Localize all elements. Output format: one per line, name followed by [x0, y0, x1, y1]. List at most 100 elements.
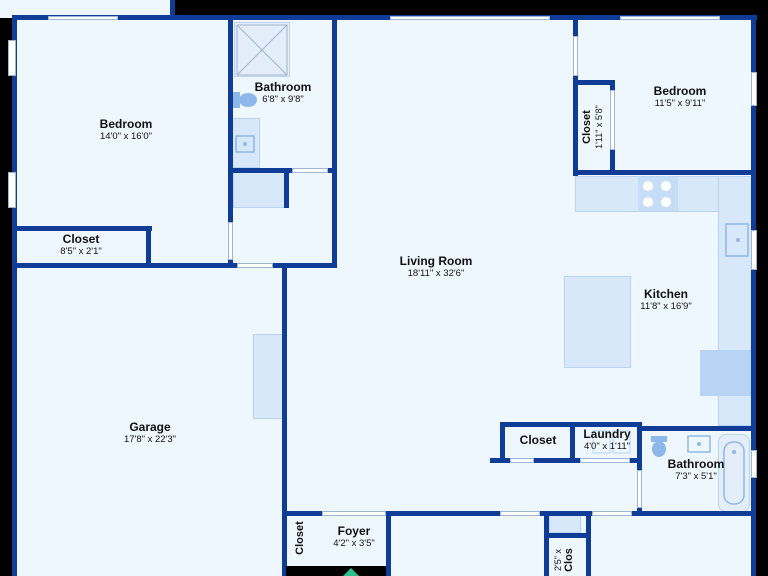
room-label-closet-foyer: Closet: [294, 516, 307, 560]
door-opening: [228, 222, 233, 260]
room-dimensions: 1'11" x 5'8": [593, 105, 604, 149]
room-label-closet-bottom: 2'5" x Clos: [553, 540, 576, 576]
room-dimensions: 8'5" x 2'1": [60, 245, 102, 257]
sink-icon: [687, 435, 711, 453]
room-name: Bathroom: [254, 80, 312, 94]
room-label-bedroom-left: Bedroom 14'0" x 16'0": [99, 117, 153, 143]
room-label-garage: Garage 17'8" x 22'3": [124, 420, 176, 446]
wall: [282, 266, 287, 576]
window: [751, 230, 757, 270]
door-opening: [610, 90, 615, 150]
window: [390, 16, 550, 20]
room-name: Bedroom: [653, 84, 707, 98]
room-name: Closet: [294, 521, 306, 555]
wall: [637, 426, 754, 431]
room-dimensions: 18'11" x 32'6": [407, 267, 465, 279]
entry-arrow-icon: [343, 568, 359, 576]
floor-bedroom-left: [14, 20, 229, 267]
wall: [332, 20, 337, 268]
room-label-closet-mid: Closet: [520, 433, 557, 448]
fridge: [700, 350, 753, 396]
room-dimensions: 4'0" x 1'11": [583, 440, 631, 452]
room-label-laundry: Laundry 4'0" x 1'11": [583, 427, 631, 453]
room-dimensions: 11'5" x 9'11": [654, 97, 706, 109]
room-name: Garage: [129, 420, 171, 434]
window: [48, 16, 118, 20]
wall: [284, 168, 289, 208]
washer-icon: [592, 430, 631, 454]
door-opening: [322, 511, 386, 516]
room-name: Closet: [581, 110, 593, 144]
room-dimensions: 7'3" x 5'1": [675, 470, 717, 482]
window: [8, 172, 16, 208]
door-opening: [500, 511, 540, 516]
room-label-closet-left: Closet 8'5" x 2'1": [60, 232, 102, 258]
wall: [570, 422, 575, 462]
floor-garage: [14, 266, 286, 576]
wall: [573, 20, 578, 176]
floor-top-left: [0, 0, 175, 18]
wall: [544, 533, 591, 538]
wall: [286, 511, 322, 516]
room-dimensions: 14'0" x 16'0": [99, 130, 153, 142]
door-opening: [573, 36, 578, 76]
room-name: Living Room: [399, 254, 473, 268]
room-dimensions: 6'8" x 9'8": [262, 93, 304, 105]
wall: [490, 458, 642, 463]
room-dimensions: 4'2" x 3'5": [333, 537, 375, 549]
window: [620, 16, 720, 20]
wall: [751, 15, 756, 576]
wall: [576, 80, 614, 85]
room-dimensions: 11'8" x 16'9": [640, 300, 692, 312]
wall: [500, 422, 505, 462]
door-opening: [592, 511, 632, 516]
room-name: Clos: [563, 548, 576, 572]
wall: [586, 511, 591, 576]
wall: [12, 226, 152, 231]
room-label-living-room: Living Room 18'11" x 32'6": [399, 254, 473, 280]
room-label-foyer: Foyer 4'2" x 3'5": [333, 524, 375, 550]
wall: [170, 0, 175, 20]
room-dimensions: 2'5" x: [553, 549, 563, 571]
bathtub-icon: [723, 441, 745, 505]
sink-icon: [235, 135, 255, 153]
room-name: Laundry: [583, 427, 631, 441]
closet-storage: [233, 172, 285, 208]
window: [751, 72, 757, 106]
floor-living-kitchen: [233, 20, 754, 520]
sink-icon: [725, 223, 749, 257]
window: [8, 40, 16, 76]
room-name: Closet: [62, 232, 100, 246]
door-opening: [510, 458, 534, 463]
room-name: Bedroom: [99, 117, 153, 131]
room-label-bathroom-bottom: Bathroom 7'3" x 5'1": [667, 457, 725, 483]
toilet-icon: [651, 436, 667, 457]
wall: [12, 15, 757, 20]
shower-icon: [236, 24, 288, 76]
room-name: Bathroom: [667, 457, 725, 471]
wall: [228, 20, 233, 268]
wall: [386, 511, 391, 576]
door-opening: [637, 470, 642, 508]
wall: [286, 566, 386, 576]
wall: [12, 15, 17, 576]
door-opening: [292, 168, 328, 173]
wall: [544, 511, 549, 576]
kitchen-island: [564, 276, 631, 368]
room-label-bedroom-right: Bedroom 11'5" x 9'11": [653, 84, 707, 110]
door-opening: [237, 263, 273, 268]
room-label-closet-bedroom-right: Closet 1'11" x 5'8": [581, 102, 604, 152]
stove-icon: [638, 177, 678, 211]
wall: [637, 422, 642, 514]
toilet-icon: [233, 92, 257, 108]
wall: [146, 226, 151, 266]
room-label-bathroom-top: Bathroom 6'8" x 9'8": [254, 80, 312, 106]
window: [751, 450, 757, 478]
hall-fixture: [549, 515, 581, 533]
door-opening: [580, 458, 630, 463]
wall: [12, 263, 336, 268]
room-label-kitchen: Kitchen 11'8" x 16'9": [640, 287, 692, 313]
room-name: Foyer: [337, 524, 371, 538]
wall: [573, 170, 756, 175]
